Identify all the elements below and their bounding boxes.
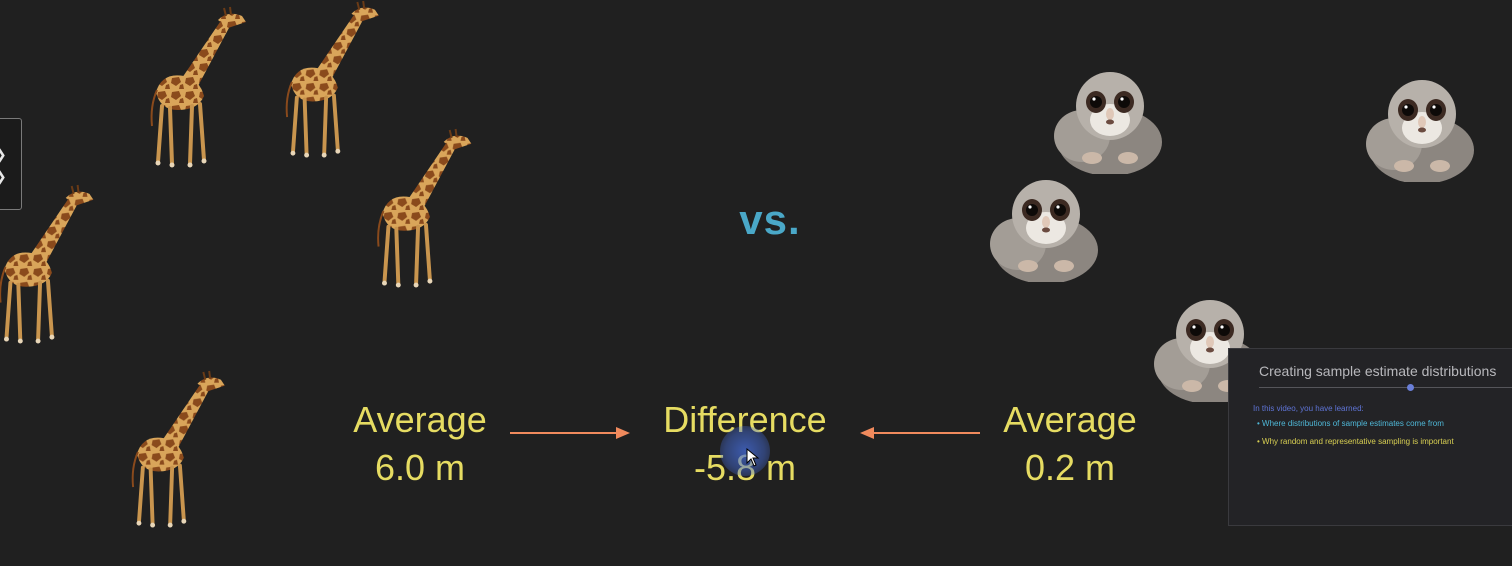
pip-bullet: • Where distributions of sample estimate… [1257,419,1444,428]
chevron-up-icon: ❯ [0,147,7,161]
right-average-label: Average [1003,399,1137,440]
video-thumbnail-pip[interactable]: Creating sample estimate distributions I… [1228,348,1512,526]
loris-image [1366,80,1474,182]
giraffe-image [149,6,248,170]
arrow-right-icon [510,427,630,439]
pip-title: Creating sample estimate distributions [1259,363,1497,379]
mouse-pointer-icon [746,448,760,467]
pip-progress-handle [1407,384,1414,391]
giraffe-image [130,370,227,530]
giraffe-image [0,184,96,346]
expand-handle[interactable]: ❯ ❯ [0,118,22,210]
cursor-highlight [720,426,770,476]
loris-image [990,180,1098,282]
versus-label: vs. [739,196,801,243]
pip-bullet: • Why random and representative sampling… [1257,437,1454,446]
right-average: Average 0.2 m [985,396,1155,492]
arrow-left-icon [860,427,980,439]
pip-progress-track [1259,387,1512,388]
loris-image [1054,72,1162,174]
pip-subtitle: In this video, you have learned: [1253,404,1364,413]
left-average-value: 6.0 m [374,447,466,488]
left-average-label: Average [353,399,487,440]
chevron-down-icon: ❯ [0,169,7,183]
left-average: Average 6.0 m [330,396,510,492]
giraffe-image [376,128,474,290]
right-average-value: 0.2 m [1024,447,1116,488]
